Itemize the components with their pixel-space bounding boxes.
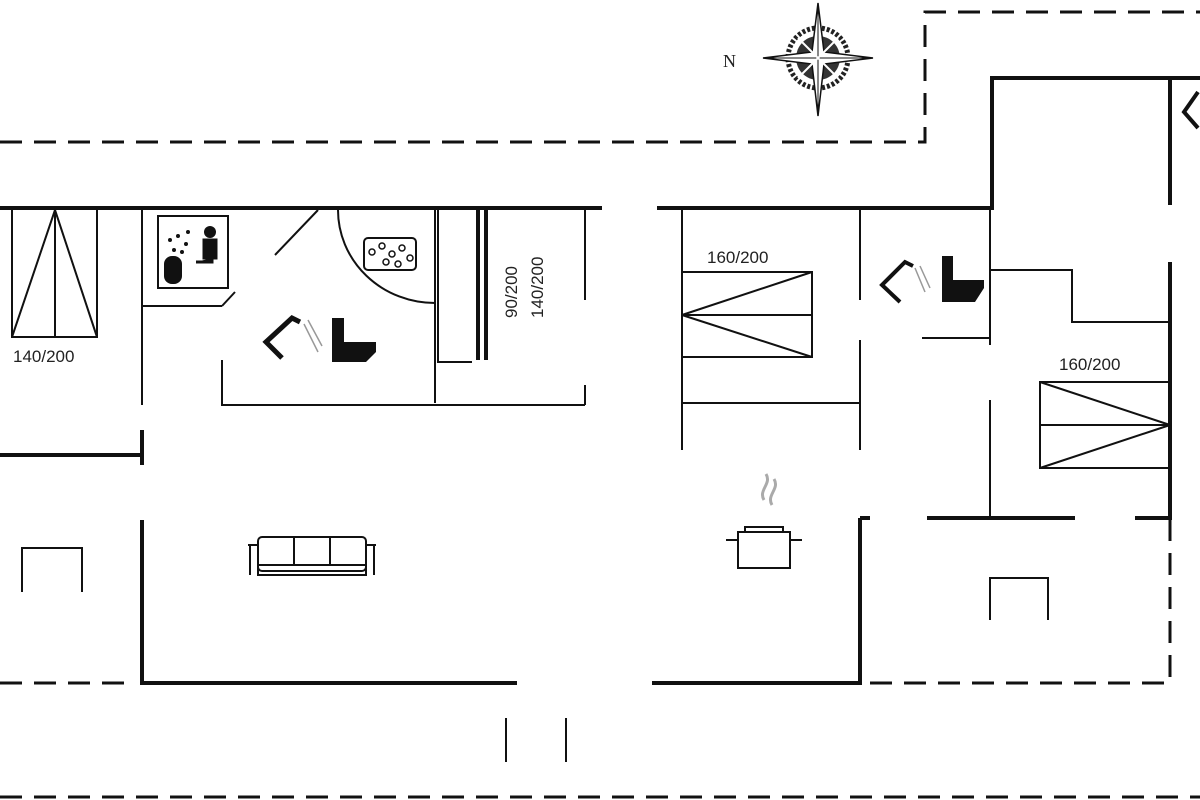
bed-right — [1039, 381, 1171, 469]
table-icon — [21, 547, 83, 592]
bed-size-label: 160/200 — [707, 248, 768, 267]
cooking-pot-icon — [726, 473, 802, 569]
bed-size-label: 140/200 — [528, 257, 547, 318]
toilet-icon — [332, 318, 376, 362]
north-label: N — [723, 51, 736, 71]
bed-size-label: 90/200 — [502, 266, 521, 318]
terrace-outline — [0, 10, 1200, 799]
compass-rose-icon — [762, 2, 874, 117]
toilet-icon — [942, 256, 984, 302]
door-handle-icon — [1181, 90, 1200, 130]
shower-icon — [879, 259, 931, 304]
bed-middle — [681, 271, 813, 358]
bed-size-label: 140/200 — [13, 347, 74, 366]
sofa-icon — [248, 536, 376, 576]
interior-walls — [141, 208, 1170, 762]
table-icon — [989, 577, 1049, 620]
sauna-icon — [157, 215, 229, 289]
exterior-walls — [0, 76, 1200, 685]
shower-icon — [262, 314, 323, 360]
bed-left — [11, 209, 98, 338]
bed-size-label: 160/200 — [1059, 355, 1120, 374]
whirlpool-icon — [363, 237, 417, 271]
